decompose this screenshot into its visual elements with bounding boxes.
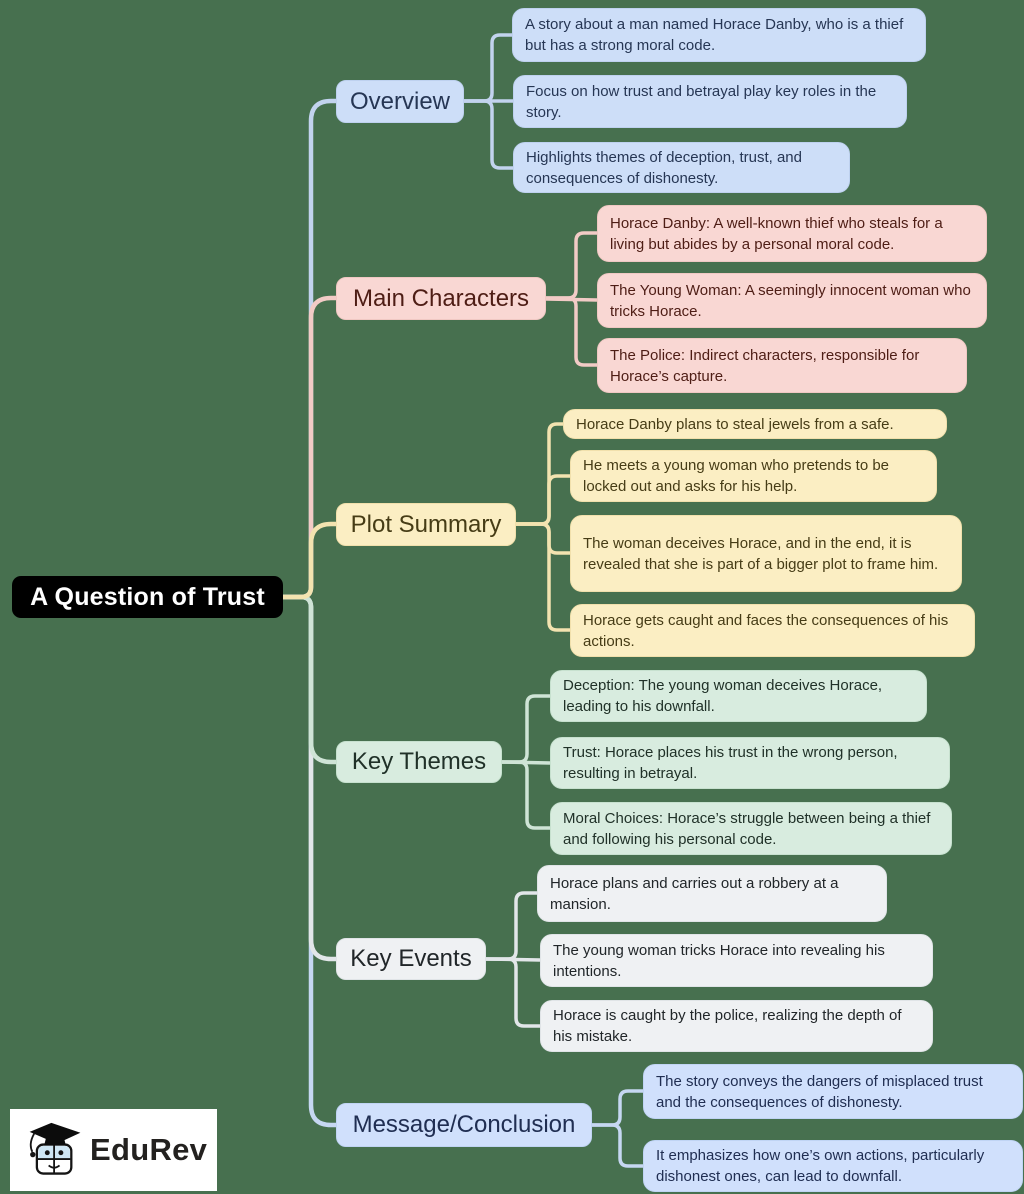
edurev-logo: EduRev: [10, 1109, 217, 1191]
connector-overview-leaf: [464, 99, 513, 170]
leaf-node-overview-2: Focus on how trust and betrayal play key…: [513, 75, 907, 128]
edurev-mascot-icon: [26, 1120, 84, 1180]
branch-node-message-conclusion: Message/Conclusion: [336, 1103, 592, 1147]
leaf-node-key-events-1: Horace plans and carries out a robbery a…: [537, 865, 887, 922]
connector-plot-summary-leaf: [516, 422, 563, 526]
leaf-node-key-themes-2: Trust: Horace places his trust in the wr…: [550, 737, 950, 789]
leaf-node-key-themes-3: Moral Choices: Horace’s struggle between…: [550, 802, 952, 855]
branch-node-key-events: Key Events: [336, 938, 486, 980]
connector-main-characters-leaf: [546, 296, 597, 367]
leaf-node-plot-summary-3: The woman deceives Horace, and in the en…: [570, 515, 962, 592]
edurev-logo-text: EduRev: [90, 1132, 208, 1167]
connector-message-conclusion-leaf: [592, 1089, 643, 1127]
branch-node-key-themes: Key Themes: [336, 741, 502, 783]
connector-key-themes-leaf: [502, 760, 550, 830]
connector-plot-summary-leaf: [516, 474, 570, 526]
leaf-node-plot-summary-1: Horace Danby plans to steal jewels from …: [563, 409, 947, 439]
trunk-key-themes: [280, 594, 339, 765]
connector-plot-summary-leaf: [516, 522, 570, 632]
leaf-node-main-characters-1: Horace Danby: A well-known thief who ste…: [597, 205, 987, 262]
leaf-node-key-themes-1: Deception: The young woman deceives Hora…: [550, 670, 927, 722]
root-node: A Question of Trust: [12, 576, 283, 618]
connector-main-characters-leaf: [546, 231, 597, 300]
connector-plot-summary-leaf: [516, 522, 570, 555]
branch-node-plot-summary: Plot Summary: [336, 503, 516, 546]
leaf-node-key-events-2: The young woman tricks Horace into revea…: [540, 934, 933, 987]
leaf-node-overview-1: A story about a man named Horace Danby, …: [512, 8, 926, 62]
connector-overview-leaf: [464, 33, 512, 103]
leaf-node-plot-summary-2: He meets a young woman who pretends to b…: [570, 450, 937, 502]
leaf-node-main-characters-2: The Young Woman: A seemingly innocent wo…: [597, 273, 987, 328]
leaf-node-message-conclusion-1: The story conveys the dangers of misplac…: [643, 1064, 1023, 1119]
connector-message-conclusion-leaf: [592, 1123, 643, 1168]
connector-key-events-leaf: [486, 957, 540, 1028]
branch-node-main-characters: Main Characters: [336, 277, 546, 320]
leaf-node-key-events-3: Horace is caught by the police, realizin…: [540, 1000, 933, 1052]
connector-key-events-leaf: [486, 891, 537, 961]
connector-key-themes-leaf: [502, 694, 550, 764]
leaf-node-message-conclusion-2: It emphasizes how one’s own actions, par…: [643, 1140, 1023, 1192]
branch-node-overview: Overview: [336, 80, 464, 123]
leaf-node-main-characters-3: The Police: Indirect characters, respons…: [597, 338, 967, 393]
leaf-node-overview-3: Highlights themes of deception, trust, a…: [513, 142, 850, 193]
trunk-plot-summary: [280, 521, 339, 600]
leaf-node-plot-summary-4: Horace gets caught and faces the consequ…: [570, 604, 975, 657]
